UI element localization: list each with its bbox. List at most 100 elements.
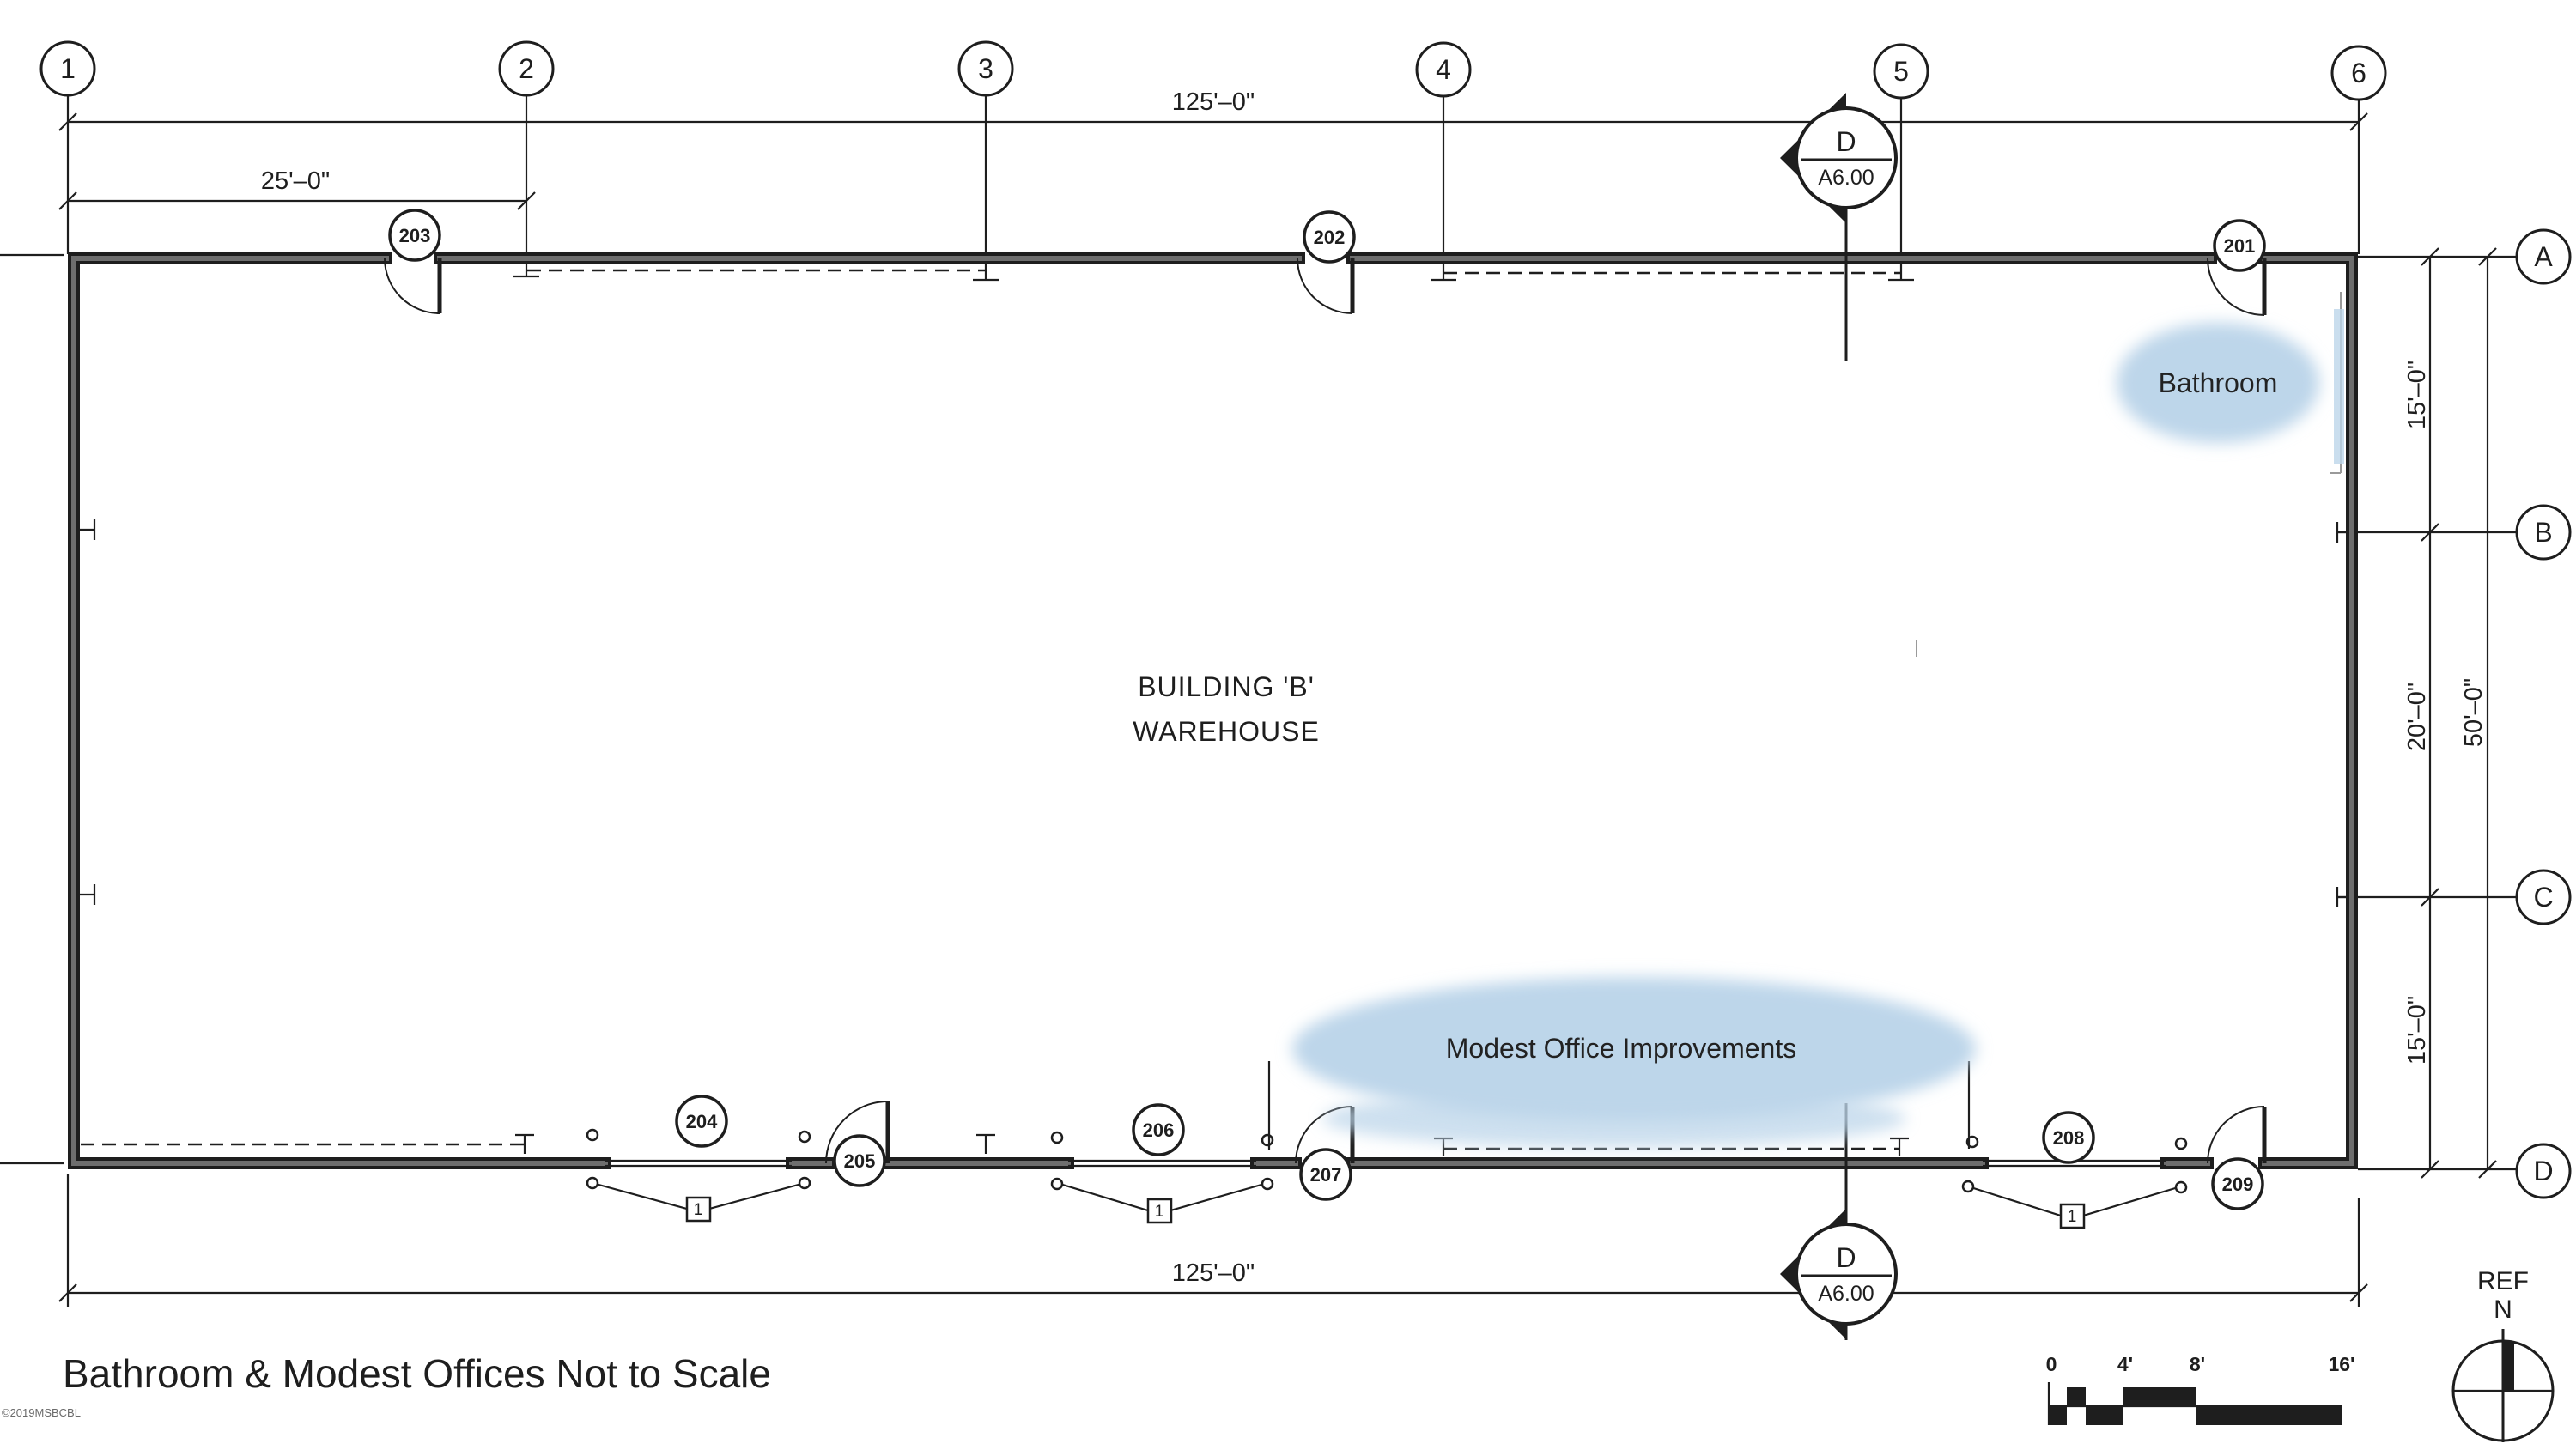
door-number: 208 bbox=[2053, 1127, 2085, 1149]
overhead-doors: 1 1 1 bbox=[586, 1128, 2188, 1229]
grid-bubble-6: 6 bbox=[2330, 45, 2387, 101]
door-swing-arc bbox=[1295, 1106, 1353, 1164]
door-number: 205 bbox=[844, 1150, 876, 1172]
bottom-overall-dimension: 125'–0" bbox=[1172, 1259, 1255, 1287]
dashed-lines bbox=[81, 269, 1909, 1156]
scale-bar-block bbox=[2067, 1387, 2086, 1406]
top-bay-dimension: 25'–0" bbox=[261, 167, 330, 195]
bathroom-highlight-strip bbox=[2334, 309, 2344, 464]
grid-label: 6 bbox=[2351, 58, 2366, 88]
highlight-offices: Modest Office Improvements bbox=[1292, 977, 1976, 1148]
overhead-door-208: 1 bbox=[1961, 1135, 2188, 1229]
dimension-labels: 125'–0" 25'–0" 125'–0" 15'–0" 20'–0" 15'… bbox=[261, 88, 2488, 1287]
top-overall-dimension: 125'–0" bbox=[1172, 88, 1255, 116]
highlight-bathroom: Bathroom bbox=[2117, 309, 2344, 464]
grid-lines bbox=[0, 95, 2517, 1171]
door-type-label: 1 bbox=[2068, 1208, 2077, 1226]
door-type-label: 1 bbox=[1155, 1203, 1164, 1221]
scale-bar-block bbox=[2086, 1406, 2123, 1425]
door-swing-209 bbox=[2207, 1106, 2267, 1164]
scale-bar: 0 4' 8' 16' bbox=[2046, 1353, 2355, 1425]
door-number: 209 bbox=[2222, 1174, 2254, 1195]
grid-bubble-a: A bbox=[2515, 228, 2572, 285]
door-pin bbox=[798, 1176, 811, 1190]
dimension-overall-depth: 50'–0" bbox=[2460, 678, 2488, 747]
door-pin bbox=[798, 1130, 811, 1144]
section-marker-top: D A6.00 bbox=[1780, 93, 1898, 223]
dimension-c-d: 15'–0" bbox=[2403, 996, 2431, 1065]
overhead-door-204: 1 bbox=[586, 1128, 811, 1223]
section-marker-bottom: D A6.00 bbox=[1780, 1209, 1898, 1339]
door-swing-201 bbox=[2207, 258, 2267, 316]
door-type-box bbox=[1146, 1198, 1173, 1224]
door-tag-201: 201 bbox=[2213, 219, 2266, 272]
door-tag-204: 204 bbox=[675, 1095, 728, 1148]
door-tag-203: 203 bbox=[388, 209, 441, 262]
room-label: BUILDING 'B' WAREHOUSE bbox=[1133, 671, 1319, 747]
north-label: N bbox=[2494, 1295, 2512, 1324]
scale-bar-block bbox=[2049, 1406, 2067, 1425]
grid-bubble-3: 3 bbox=[957, 40, 1014, 97]
watermark: ©2019MSBCBL bbox=[2, 1406, 81, 1419]
grid-label: C bbox=[2533, 882, 2553, 913]
scale-label-8: 8' bbox=[2190, 1353, 2205, 1375]
section-detail-letter: D bbox=[1836, 1242, 1856, 1273]
bathroom-label: Bathroom bbox=[2159, 367, 2278, 398]
door-tag-207: 207 bbox=[1299, 1148, 1352, 1201]
grid-label: 3 bbox=[978, 53, 993, 84]
grid-bubble-2: 2 bbox=[498, 40, 555, 97]
scale-label-0: 0 bbox=[2046, 1353, 2057, 1375]
door-type-box bbox=[2059, 1203, 2086, 1229]
dimension-lines bbox=[58, 112, 2497, 1307]
door-swing-203 bbox=[384, 258, 442, 314]
door-swing-arc bbox=[2207, 258, 2265, 316]
door-tag-202: 202 bbox=[1303, 210, 1356, 264]
door-type-box bbox=[685, 1196, 712, 1223]
door-pin bbox=[1261, 1133, 1274, 1147]
grid-bubble-b: B bbox=[2515, 504, 2572, 561]
door-number: 207 bbox=[1310, 1164, 1342, 1186]
wall-core bbox=[71, 256, 2354, 1166]
door-number: 203 bbox=[399, 225, 431, 246]
door-pin bbox=[586, 1128, 599, 1142]
overhead-door-206: 1 bbox=[1050, 1131, 1274, 1224]
wall-outline bbox=[68, 252, 2358, 1169]
door-number: 206 bbox=[1143, 1119, 1175, 1141]
swing-doors bbox=[384, 258, 2267, 1164]
exterior-walls bbox=[68, 252, 2358, 1169]
drawing-caption: Bathroom & Modest Offices Not to Scale bbox=[63, 1351, 771, 1396]
door-number: 201 bbox=[2224, 235, 2256, 257]
dimension-b-c: 20'–0" bbox=[2403, 683, 2431, 751]
grid-label: 5 bbox=[1893, 56, 1909, 87]
section-sheet-ref: A6.00 bbox=[1818, 166, 1874, 190]
offices-highlight-ellipse bbox=[1292, 977, 1976, 1121]
door-type-label: 1 bbox=[694, 1201, 703, 1219]
north-ref-label: REF bbox=[2477, 1267, 2529, 1295]
grid-bubbles: 1 2 3 4 5 6 A B C D bbox=[39, 40, 2572, 1199]
offices-label: Modest Office Improvements bbox=[1446, 1033, 1796, 1064]
dimension-a-b: 15'–0" bbox=[2403, 361, 2431, 429]
door-pin bbox=[1261, 1177, 1274, 1191]
grid-label: D bbox=[2533, 1156, 2553, 1186]
door-swing-arc bbox=[2207, 1106, 2265, 1164]
grid-label: 2 bbox=[519, 53, 534, 84]
scale-bar-block bbox=[2196, 1406, 2342, 1425]
scale-bar-block bbox=[2123, 1387, 2196, 1406]
door-tag-206: 206 bbox=[1132, 1103, 1185, 1156]
door-pin bbox=[2174, 1137, 2188, 1150]
door-pin bbox=[1050, 1131, 1064, 1144]
grid-label: A bbox=[2534, 241, 2553, 272]
grid-bubble-1: 1 bbox=[39, 40, 96, 97]
door-tag-208: 208 bbox=[2042, 1111, 2095, 1164]
door-number: 204 bbox=[686, 1111, 718, 1132]
door-swing-arc bbox=[384, 258, 440, 314]
scale-label-16: 16' bbox=[2328, 1353, 2354, 1375]
grid-bubble-c: C bbox=[2515, 869, 2572, 925]
grid-label: 1 bbox=[60, 53, 76, 84]
grid-bubble-d: D bbox=[2515, 1143, 2572, 1199]
door-swing-arc bbox=[1297, 258, 1353, 314]
section-marker-circle bbox=[1795, 1223, 1898, 1326]
door-pin bbox=[1961, 1180, 1975, 1193]
north-arrow: REF N bbox=[2451, 1267, 2555, 1442]
